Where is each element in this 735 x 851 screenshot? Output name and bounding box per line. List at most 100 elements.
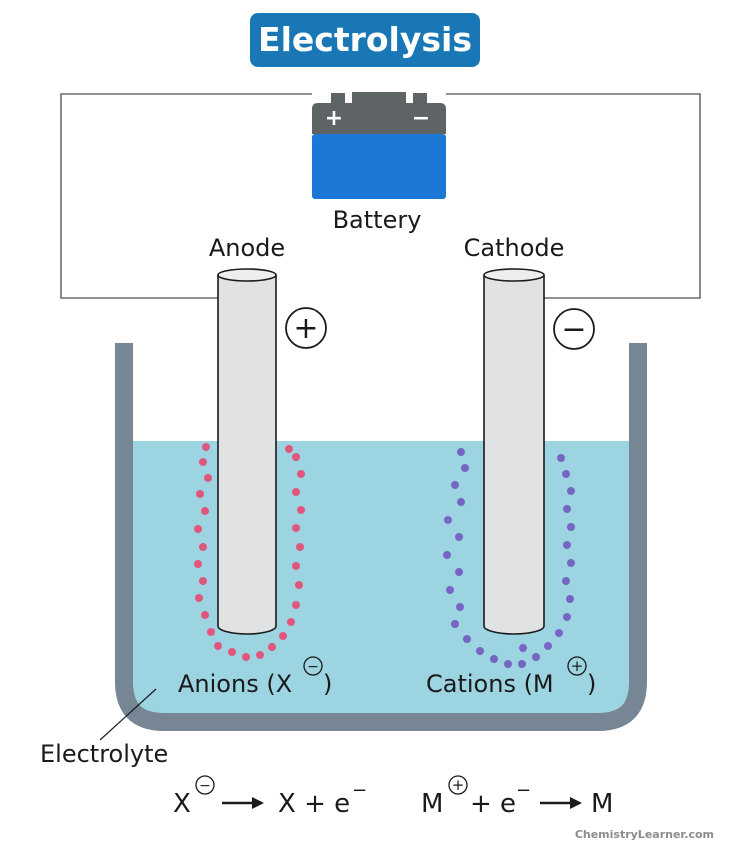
anode-equation: X − X + e − <box>173 775 367 819</box>
cathode-polarity-badge: − <box>553 308 595 350</box>
anode-eq-reactant: X <box>173 789 191 819</box>
title-badge <box>250 13 480 67</box>
cathode-eq-charge-sign: + <box>452 776 465 794</box>
battery-body <box>312 134 446 199</box>
anion-dot <box>199 577 207 585</box>
cation-dot <box>457 498 465 506</box>
anions-label-close: ) <box>323 670 332 698</box>
cation-charge-sign: + <box>571 657 584 675</box>
anion-dot <box>228 648 236 656</box>
cation-dot <box>451 620 459 628</box>
battery-plus-sign: + <box>325 106 343 131</box>
cation-dot <box>563 613 571 621</box>
anion-dot <box>204 474 212 482</box>
anion-dot <box>195 594 203 602</box>
cations-label: Cations (M + ) <box>426 656 596 698</box>
anion-dot <box>202 443 210 451</box>
cation-dot <box>444 516 452 524</box>
cation-dot <box>456 603 464 611</box>
cathode-eq-reactant: M <box>421 789 443 819</box>
cathode-eq-arrowhead <box>570 797 582 809</box>
cations-label-text: Cations (M <box>426 670 554 698</box>
anion-dot <box>292 524 300 532</box>
anion-dot <box>199 543 207 551</box>
cation-dot <box>457 448 465 456</box>
cation-dot <box>490 655 498 663</box>
electrolyte-pointer <box>99 688 157 741</box>
cation-dot <box>532 653 540 661</box>
battery-terminal-right <box>413 93 427 105</box>
cation-dot <box>519 644 527 652</box>
anion-dot <box>242 653 250 661</box>
cation-dot <box>518 660 526 668</box>
cation-dot <box>562 577 570 585</box>
anion-dot <box>194 560 202 568</box>
credit: ChemistryLearner.com <box>575 828 714 841</box>
anion-dot <box>297 506 305 514</box>
cathode-eq-charge-circle <box>448 775 468 795</box>
cation-dot <box>562 470 570 478</box>
cation-dot <box>567 559 575 567</box>
anode-label: Anode <box>209 234 285 262</box>
anode-eq-charge-sign: − <box>199 778 211 794</box>
anode-polarity-circle <box>285 307 327 349</box>
cation-dot <box>557 454 565 462</box>
battery-minus-sign: − <box>412 106 430 131</box>
anion-dot <box>296 543 304 551</box>
cation-dot <box>555 629 563 637</box>
anion-charge-sign: − <box>307 659 319 675</box>
cathode-electrode <box>483 268 545 635</box>
cathode-eq-electron: + e <box>470 789 516 819</box>
cathode-label: Cathode <box>464 234 565 262</box>
anode-eq-electron-charge: − <box>352 780 367 801</box>
anode-polarity-sign: + <box>293 311 318 346</box>
cation-dot <box>566 595 574 603</box>
cation-dot <box>544 642 552 650</box>
cathode-eq-product: M <box>591 789 613 819</box>
cation-dot <box>563 505 571 513</box>
anion-dot <box>287 618 295 626</box>
cation-charge-circle <box>567 656 587 676</box>
cathode-polarity-circle <box>553 308 595 350</box>
anode-electrode <box>217 268 277 635</box>
anode-eq-products: X + e <box>278 789 350 819</box>
container <box>115 343 647 731</box>
battery-cap <box>312 92 446 134</box>
anion-dot <box>279 632 287 640</box>
cation-dot <box>455 533 463 541</box>
anion-dot <box>292 601 300 609</box>
cathode-rod-top <box>483 268 545 282</box>
anion-dot <box>295 581 303 589</box>
anion-dot <box>297 470 305 478</box>
anion-dot <box>201 611 209 619</box>
battery-label: Battery <box>333 206 422 234</box>
cation-dot <box>455 568 463 576</box>
title: Electrolysis <box>258 20 472 59</box>
anion-dot <box>285 445 293 453</box>
anode-eq-charge-circle <box>195 775 215 795</box>
cation-dot <box>443 551 451 559</box>
anode-rod <box>217 275 277 635</box>
circuit-wire <box>60 93 701 299</box>
anion-dot <box>201 507 209 515</box>
cation-dot <box>567 487 575 495</box>
cation-dot <box>563 541 571 549</box>
anions-label-text: Anions (X <box>178 670 292 698</box>
cation-dot <box>461 464 469 472</box>
anode-rod-top <box>217 268 277 282</box>
cation-dot <box>446 586 454 594</box>
battery: + − <box>312 92 446 199</box>
anion-dot <box>268 643 276 651</box>
cathode-eq-electron-charge: − <box>516 780 531 801</box>
anion-dot <box>214 642 222 650</box>
cathode-equation: M + + e − M <box>421 775 613 819</box>
anode-eq-arrowhead <box>252 797 264 809</box>
cation-dot <box>567 523 575 531</box>
anion-dot <box>196 490 204 498</box>
cation-dot <box>476 647 484 655</box>
anion-dot <box>207 628 215 636</box>
anion-dot <box>199 458 207 466</box>
cation-dots <box>443 448 575 668</box>
cathode-rod <box>483 275 545 635</box>
